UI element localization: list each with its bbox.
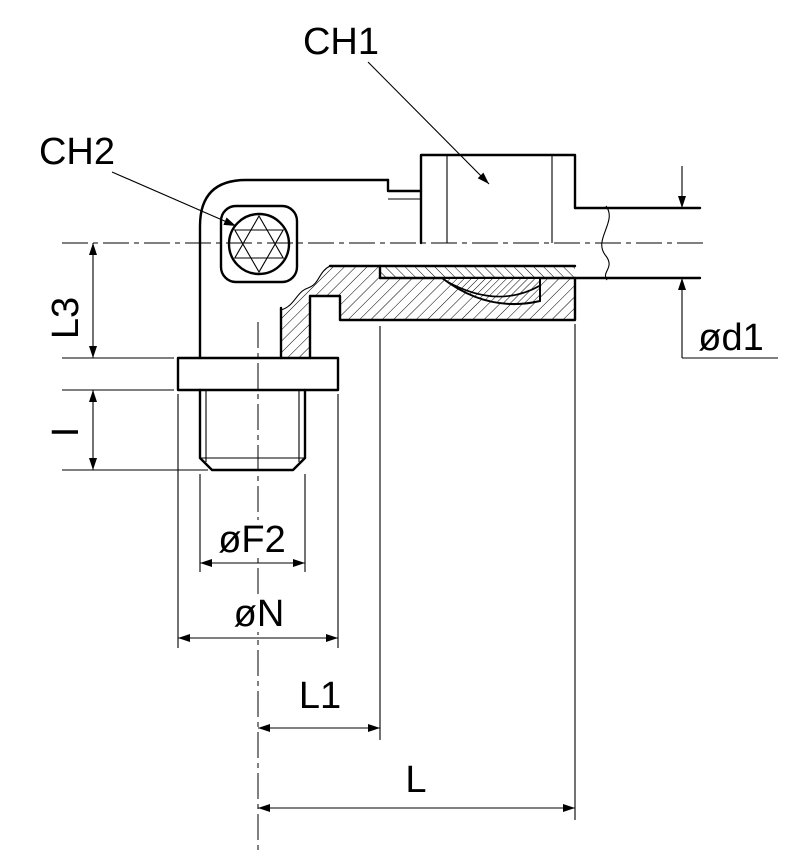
- fitting-body-outline: [176, 178, 577, 472]
- label-ch2: CH2: [39, 131, 115, 173]
- dim-label-l3: L3: [45, 297, 87, 339]
- socket-circle: [227, 212, 291, 276]
- section-break-line: [280, 265, 331, 311]
- label-ch1: CH1: [303, 21, 379, 63]
- dim-label-n: øN: [234, 593, 285, 635]
- ch2-socket: [219, 204, 299, 284]
- halo-n: [226, 594, 292, 632]
- dim-label-l1: L1: [299, 675, 341, 717]
- ferrule: [439, 277, 542, 306]
- leader-ch2: [111, 171, 237, 227]
- dimensions: [62, 61, 778, 820]
- stud-thread-lines: [200, 198, 421, 462]
- socket-hex-star-1: [233, 214, 285, 259]
- centerlines: [62, 242, 708, 850]
- dim-label-l: L: [405, 759, 426, 801]
- body-thread-step: [386, 178, 423, 193]
- flange-outline: [176, 356, 340, 392]
- dim-label-d1: ød1: [698, 317, 763, 359]
- socket-boss: [219, 204, 299, 284]
- ferrule-hatch: [439, 277, 541, 306]
- port-step-outline: [308, 276, 577, 360]
- elbow-block-outline: [198, 178, 390, 360]
- socket-hex-star-2: [233, 229, 285, 274]
- ferrule-arc: [445, 280, 542, 298]
- dim-label-i: I: [45, 427, 87, 438]
- leader-ch1: [367, 61, 490, 185]
- nut: [419, 153, 577, 245]
- stud-outline: [198, 388, 307, 472]
- tube-break-symbol: [601, 205, 610, 281]
- dim-label-f2: øF2: [218, 519, 286, 561]
- tube-wall-section-hatch: [380, 266, 575, 278]
- halo-f2: [210, 520, 296, 558]
- nut-outline: [419, 153, 577, 245]
- labels: CH1 CH2 L3 I øF2 øN L1 L ød1: [39, 21, 764, 801]
